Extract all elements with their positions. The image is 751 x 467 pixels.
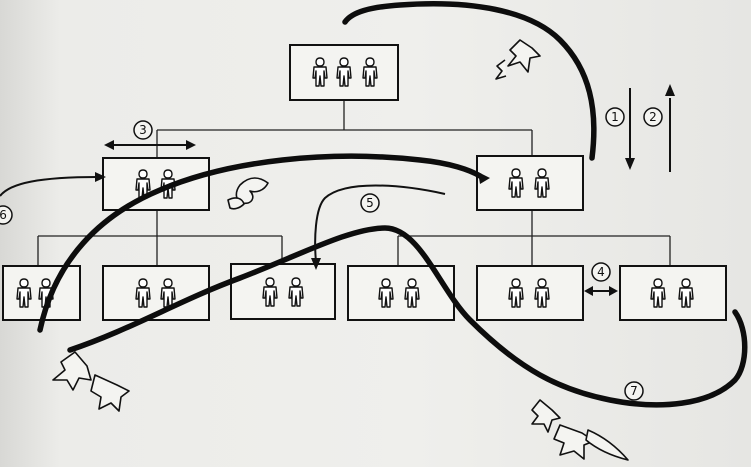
marker-5-label: 5: [366, 196, 374, 210]
marker-7: 7: [624, 381, 644, 401]
leaf-icon: [495, 59, 507, 80]
arrow-1-down: [625, 88, 635, 170]
arrow-5-curve: [311, 184, 446, 270]
arrow-2-up: [665, 84, 675, 172]
leaf-icons: [52, 39, 629, 461]
marker-2: 2: [643, 107, 663, 127]
arrow-3-bidirectional: [104, 140, 196, 150]
box-bottom-1: [2, 265, 81, 321]
hierarchy-connectors: [37, 100, 671, 266]
leaf-icon: [531, 399, 561, 433]
vine-paths: [37, 1, 748, 408]
leaf-icon: [90, 374, 130, 412]
marker-2-label: 2: [649, 110, 657, 124]
marker-3-label: 3: [139, 123, 147, 137]
marker-6: 6: [0, 205, 13, 225]
box-bottom-6: [619, 265, 727, 321]
arrow-4-bidirectional: [584, 286, 618, 296]
marker-1: 1: [605, 107, 625, 127]
leaf-icon: [585, 429, 629, 461]
arrow-6-curve: [0, 172, 106, 197]
box-top: [289, 44, 399, 101]
leaf-icon: [52, 351, 92, 391]
leaf-icon: [227, 197, 245, 210]
leaf-icon: [507, 39, 541, 73]
marker-1-label: 1: [611, 110, 619, 124]
marker-4: 4: [591, 262, 611, 282]
box-bottom-5: [476, 265, 584, 321]
arrow-vine-to-mid-right: [478, 172, 490, 184]
box-bottom-3: [230, 263, 336, 320]
marker-4-label: 4: [597, 265, 605, 279]
marker-5: 5: [360, 193, 380, 213]
marker-6-label: 6: [0, 208, 7, 222]
marker-3: 3: [133, 120, 153, 140]
box-mid-left: [102, 157, 210, 211]
marker-7-label: 7: [630, 384, 638, 398]
box-mid-right: [476, 155, 584, 211]
